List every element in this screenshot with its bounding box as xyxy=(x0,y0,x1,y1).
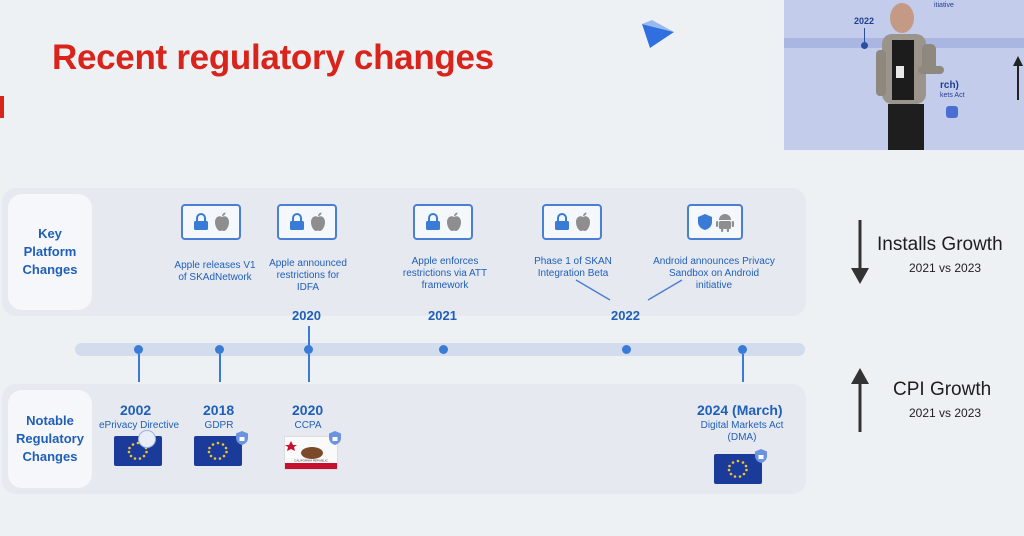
reg-year-2020: 2020 xyxy=(292,402,324,418)
speaker-figure xyxy=(876,3,944,150)
apple-lock-icon xyxy=(181,204,241,240)
speaker-video-inset: 2022 itiative rch) kets Act xyxy=(784,0,1024,150)
apple-lock-icon xyxy=(277,204,337,240)
timeline-dot xyxy=(439,345,448,354)
timeline-dot xyxy=(622,345,631,354)
timeline-stem xyxy=(742,354,744,382)
inset-dot xyxy=(861,42,868,49)
installs-growth-label: Installs Growth xyxy=(877,234,1003,255)
event-skadnetwork-v1: Apple releases V1 of SKAdNetwork xyxy=(174,260,256,283)
down-arrow-icon xyxy=(850,220,870,291)
timeline-stem xyxy=(308,354,310,382)
eu-flag-icon xyxy=(714,454,762,484)
apple-lock-icon xyxy=(542,204,602,240)
california-flag-icon: CALIFORNIA REPUBLIC xyxy=(284,436,338,470)
reg-gdpr: GDPR xyxy=(204,420,234,431)
installs-growth-sub: 2021 vs 2023 xyxy=(909,261,982,275)
reg-dma: Digital Markets Act (DMA) xyxy=(700,420,784,443)
timeline-year-2022: 2022 xyxy=(611,308,640,323)
event-att-framework: Apple enforces restrictions via ATT fram… xyxy=(402,256,488,291)
event-idfa-restrictions: Apple announced restrictions for IDFA xyxy=(269,258,347,293)
event-privacy-sandbox: Android announces Privacy Sandbox on And… xyxy=(653,256,775,291)
cookie-icon xyxy=(138,430,156,448)
event-connector-lines xyxy=(575,279,683,301)
platform-changes-band xyxy=(2,188,806,316)
california-flag-caption: CALIFORNIA REPUBLIC xyxy=(294,459,329,463)
lock-shield-icon xyxy=(235,430,249,451)
inset-shield-icon xyxy=(946,106,958,118)
lock-shield-icon xyxy=(328,430,342,451)
timeline-stem xyxy=(219,354,221,382)
inset-up-arrow-icon xyxy=(1013,56,1023,105)
timeline-dot xyxy=(134,345,143,354)
play-logo-icon xyxy=(638,18,678,57)
slide-title: Recent regulatory changes xyxy=(52,38,494,77)
lock-shield-icon xyxy=(754,448,768,469)
inset-stem xyxy=(864,28,865,46)
timeline-stem xyxy=(138,354,140,382)
reg-year-2024: 2024 (March) xyxy=(697,402,783,418)
timeline-dot xyxy=(215,345,224,354)
reg-eprivacy-directive: ePrivacy Directive xyxy=(98,420,180,431)
left-accent-mark xyxy=(0,96,4,118)
cpi-growth-sub: 2021 vs 2023 xyxy=(909,406,982,420)
up-arrow-icon xyxy=(850,366,870,437)
platform-changes-label: Key Platform Changes xyxy=(8,194,92,310)
android-shield-icon xyxy=(687,204,743,240)
apple-lock-icon xyxy=(413,204,473,240)
timeline-stem xyxy=(308,326,310,346)
event-skan-beta: Phase 1 of SKAN Integration Beta xyxy=(534,256,612,279)
inset-text-2: kets Act xyxy=(940,92,965,99)
regulatory-changes-label: Notable Regulatory Changes xyxy=(8,390,92,488)
timeline-year-2020: 2020 xyxy=(292,308,321,323)
timeline-dot xyxy=(738,345,747,354)
inset-year: 2022 xyxy=(854,16,875,26)
timeline-dot xyxy=(304,345,313,354)
reg-ccpa: CCPA xyxy=(294,420,322,431)
inset-text-1: rch) xyxy=(940,80,959,91)
cpi-growth-label: CPI Growth xyxy=(893,379,992,400)
eu-flag-icon xyxy=(194,436,242,466)
inset-text-3: itiative xyxy=(934,2,954,9)
reg-year-2002: 2002 xyxy=(120,402,152,418)
timeline-year-2021: 2021 xyxy=(428,308,457,323)
reg-year-2018: 2018 xyxy=(203,402,235,418)
